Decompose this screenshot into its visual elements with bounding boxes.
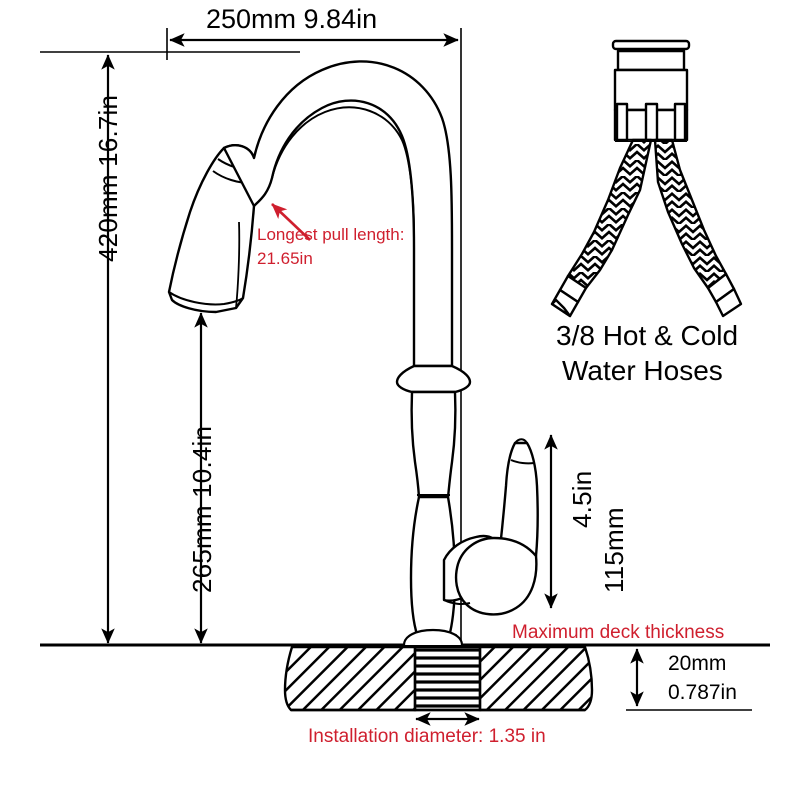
hose-fitting-right (706, 272, 743, 318)
hose-caption-line1: 3/8 Hot & Cold (556, 320, 739, 351)
dimension-label-deck-thickness-in: 0.787in (668, 681, 737, 704)
dimension-label-handle-height-in: 4.5in (567, 470, 597, 528)
dimension-label-handle-height-mm: 115mm (599, 507, 629, 593)
hose-caption-line2: Water Hoses (562, 355, 723, 386)
annotation-pull-length-line2: 21.65in (257, 249, 313, 268)
countertop-deck-section (40, 628, 770, 712)
dimension-line-deck-thickness (626, 644, 752, 711)
pull-length-leader-arrow (271, 203, 311, 241)
annotation-max-deck-thickness: Maximum deck thickness (512, 622, 725, 643)
annotation-pull-length-line1: Longest pull length: (257, 225, 405, 244)
gooseneck-spout (222, 60, 454, 368)
dimension-label-deck-thickness-mm: 20mm (668, 652, 727, 675)
installation-hole (413, 645, 482, 712)
dimension-label-spout-height: 265mm 10.4in (187, 425, 217, 593)
hose-fitting-left (550, 274, 588, 318)
faucet-body-column (395, 364, 472, 646)
lever-handle (442, 438, 539, 616)
annotation-installation-diameter: Installation diameter: 1.35 in (308, 726, 546, 747)
dimension-label-total-height: 420mm 16.7in (93, 94, 123, 262)
water-hose-assembly (550, 39, 743, 318)
dimension-label-reach: 250mm 9.84in (206, 4, 378, 34)
